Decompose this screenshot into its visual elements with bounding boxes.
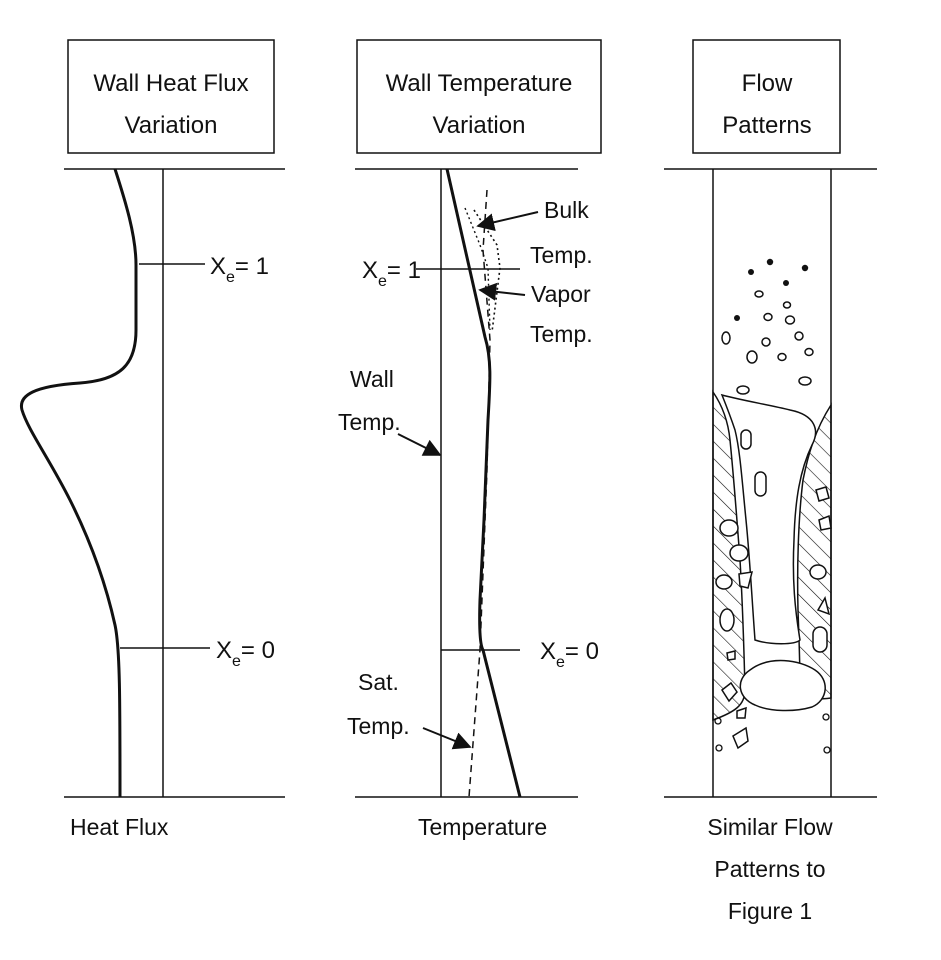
header-flow-patterns-line1: Flow xyxy=(742,70,793,97)
droplet xyxy=(798,376,812,386)
bubble xyxy=(736,706,747,719)
core-bubble xyxy=(754,471,767,497)
bubble xyxy=(726,650,736,661)
droplet xyxy=(746,350,758,364)
xe1-label-heat-flux: Xe= 1 xyxy=(210,253,269,286)
bubble xyxy=(815,486,830,502)
film-bubbles xyxy=(714,486,832,754)
bubble xyxy=(809,564,827,580)
vapor-temp-label-line2: Temp. xyxy=(530,321,593,347)
droplet xyxy=(748,269,754,275)
bubble xyxy=(738,571,754,589)
xe0-label-wall-temperature: Xe= 0 xyxy=(540,638,599,671)
droplet xyxy=(777,352,787,362)
bubble xyxy=(719,519,739,537)
wall-temp-label-line2: Temp. xyxy=(338,409,401,435)
xe1-label-wall-temperature: Xe= 1 xyxy=(362,257,421,290)
panel-heat-flux: Wall Heat Flux Variation Xe= 1 Xe= 0 Hea… xyxy=(19,39,285,840)
vapor-temperature-curve xyxy=(464,207,491,331)
xe0-label-heat-flux: Xe= 0 xyxy=(216,637,275,670)
wall-temperature-curve xyxy=(445,168,522,798)
bubble xyxy=(715,574,733,590)
bubble xyxy=(721,681,738,703)
vapor-slug xyxy=(739,659,826,712)
bubble xyxy=(818,514,832,531)
bottom-label-flow-line3: Figure 1 xyxy=(728,898,812,924)
header-heat-flux-line1: Wall Heat Flux xyxy=(93,70,248,97)
header-wall-temperature-line2: Variation xyxy=(433,112,526,139)
sat-temp-label-line2: Temp. xyxy=(347,713,410,739)
header-box-heat-flux xyxy=(67,39,275,154)
bubble xyxy=(732,726,749,750)
bulk-vapor-temperature-curve xyxy=(473,209,501,333)
header-box-flow-patterns xyxy=(692,39,841,154)
droplet xyxy=(804,347,814,357)
bubble xyxy=(823,746,831,754)
bubble xyxy=(822,713,830,721)
wall-temp-label-line1: Wall xyxy=(350,366,394,392)
droplet xyxy=(782,301,792,309)
panel-wall-temperature: Wall Temperature Variation Xe= 1 Xe= 0 B… xyxy=(338,39,602,840)
bubble xyxy=(719,608,735,632)
droplet xyxy=(763,312,773,322)
header-flow-patterns-line2: Patterns xyxy=(722,112,811,139)
header-wall-temperature-line1: Wall Temperature xyxy=(386,70,573,97)
vapor-temp-label-line1: Vapor xyxy=(531,281,591,307)
sat-temp-label-line1: Sat. xyxy=(358,669,399,695)
droplet xyxy=(734,315,740,321)
droplet xyxy=(761,337,771,347)
bulk-temp-label-line1: Bulk xyxy=(544,197,589,223)
vapor-core xyxy=(720,393,817,645)
header-box-wall-temperature xyxy=(356,39,602,154)
droplet xyxy=(784,315,796,325)
droplet xyxy=(721,331,731,345)
bulk-temp-arrow xyxy=(476,211,539,232)
saturation-temperature-curve xyxy=(468,189,491,798)
bubble xyxy=(714,717,722,725)
core-bubble xyxy=(740,429,752,450)
wall-temp-arrow xyxy=(397,433,442,456)
droplet xyxy=(801,264,809,272)
droplet xyxy=(783,280,789,286)
bottom-label-heat-flux: Heat Flux xyxy=(70,814,169,840)
bubble xyxy=(816,596,831,616)
sat-temp-arrow xyxy=(422,727,472,750)
bottom-label-temperature: Temperature xyxy=(418,814,547,840)
heat-flux-curve xyxy=(19,168,138,798)
core-bubble xyxy=(812,626,828,653)
header-heat-flux-line2: Variation xyxy=(125,112,218,139)
droplet xyxy=(736,385,750,395)
bubble xyxy=(715,744,723,752)
droplets-mist xyxy=(721,258,814,395)
bottom-label-flow-line2: Patterns to xyxy=(714,856,825,882)
bubble xyxy=(729,544,749,562)
bulk-temp-label-line2: Temp. xyxy=(530,242,593,268)
vapor-temp-arrow xyxy=(478,282,526,301)
droplet xyxy=(794,331,804,341)
droplet xyxy=(766,258,774,266)
bottom-label-flow-line1: Similar Flow xyxy=(707,814,833,840)
panel-flow-patterns: Flow Patterns xyxy=(664,39,877,924)
droplet xyxy=(754,290,764,298)
